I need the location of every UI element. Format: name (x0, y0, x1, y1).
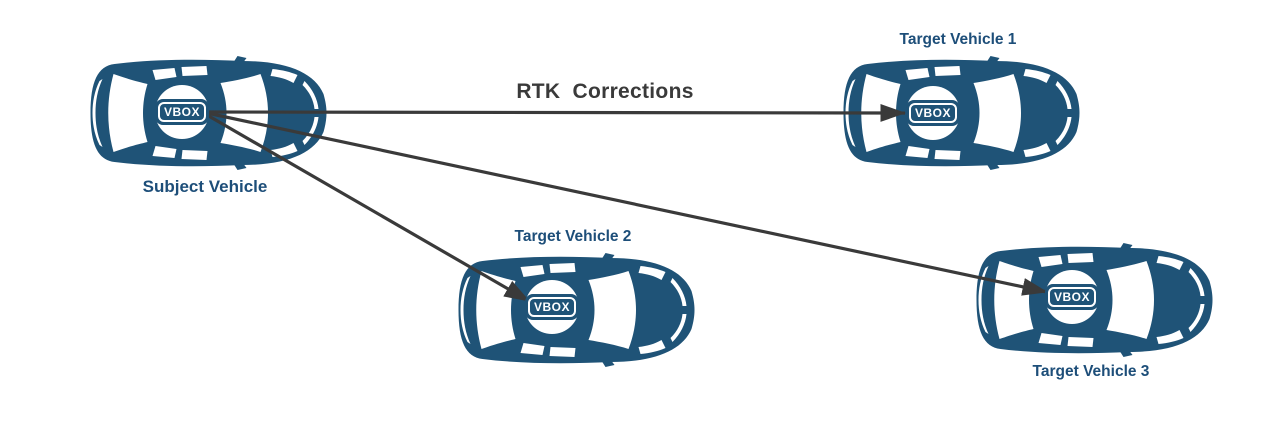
vehicle-target-1: VBOX Target Vehicle 1 (835, 31, 1081, 171)
vbox-logo-label: VBOX (158, 101, 207, 123)
vbox-logo: VBOX (1045, 283, 1100, 311)
vbox-logo-label: VBOX (1048, 286, 1097, 308)
target-vehicle-2-label: Target Vehicle 2 (514, 228, 632, 245)
vbox-logo: VBOX (906, 99, 961, 127)
vbox-logo: VBOX (155, 98, 210, 126)
vbox-badge: VBOX (1045, 270, 1100, 324)
subject-vehicle-label: Subject Vehicle (142, 177, 268, 196)
target-vehicle-3-label: Target Vehicle 3 (1032, 363, 1150, 380)
vbox-logo: VBOX (525, 293, 580, 321)
vbox-badge: VBOX (525, 280, 580, 334)
rtk-corrections-label: RTK Corrections (516, 80, 694, 103)
vbox-logo-label: VBOX (528, 296, 577, 318)
target-vehicle-1-label: Target Vehicle 1 (899, 31, 1017, 48)
vbox-badge: VBOX (155, 85, 210, 139)
vbox-logo-label: VBOX (909, 102, 958, 124)
vehicle-target-2: VBOX Target Vehicle 2 (450, 228, 696, 368)
vbox-badge: VBOX (906, 86, 961, 140)
vehicle-subject: VBOX Subject Vehicle (82, 55, 328, 196)
vehicle-target-3: VBOX Target Vehicle 3 (968, 242, 1214, 380)
